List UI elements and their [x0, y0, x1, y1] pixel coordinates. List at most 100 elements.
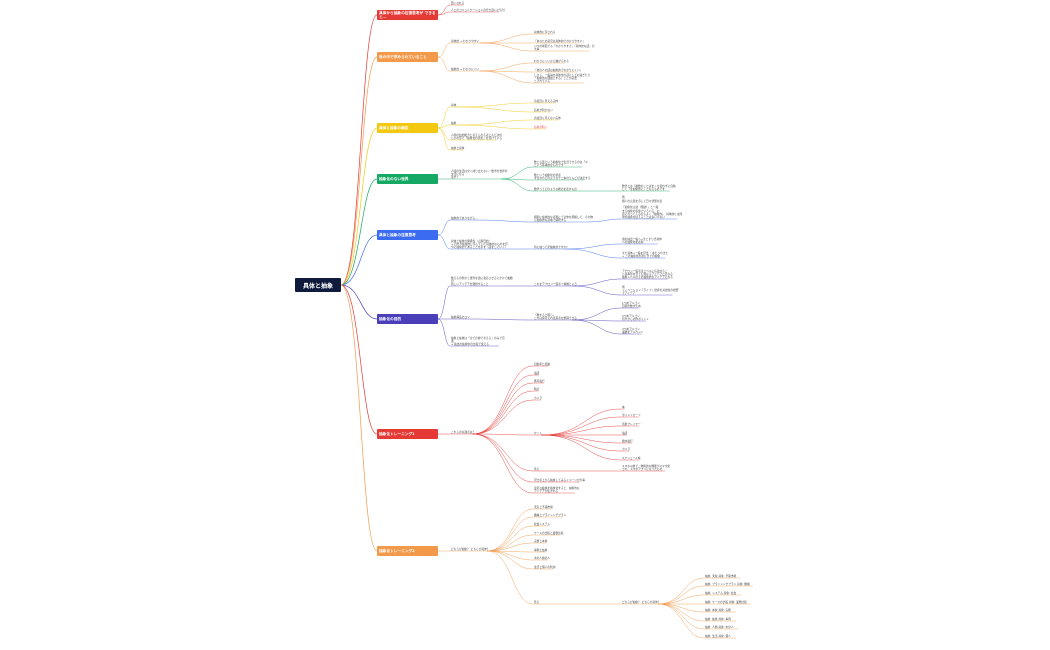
topic-node[interactable]: カメラ — [534, 396, 543, 401]
topic-node[interactable]: ポイントカード — [622, 413, 641, 418]
topic-node[interactable]: スケジュール帳 — [622, 456, 641, 461]
topic-node[interactable]: 機械とプライシングプラン — [534, 513, 567, 518]
topic-node[interactable]: まだ具体→一般を見出 ・あたりのまた → この抽象化の逆にまでの抽象 — [622, 250, 669, 259]
topic-node[interactable]: 賢くなれる — [451, 1, 465, 6]
topic-node[interactable]: 身近な抽象を抽象化すると、抽象的な アイデアが生まれる — [534, 485, 580, 494]
topic-node[interactable]: 具体的に示される — [534, 30, 556, 35]
topic-node[interactable]: 人とのコミュニケーションの行き違いに気付 — [451, 8, 505, 13]
branch-connector — [541, 434, 622, 444]
branch-connector — [541, 434, 622, 452]
topic-node[interactable]: 抽象: ケースの比較 具象: 業務比較 — [705, 600, 747, 605]
topic-node[interactable]: しかし、一般論を具体化の話にしてお過ぎたり 「抽象的な理由とする」ことが必要 と… — [534, 72, 591, 84]
topic-node[interactable]: 3つめアルゴン 業績をアルベント — [622, 326, 644, 335]
branch-connector — [572, 307, 622, 321]
topic-node[interactable]: 例 個人の言葉を示して日々状態を表 「抽象化言語（国語）」と一般 する抽象の表象… — [622, 195, 683, 220]
topic-node[interactable]: 答え — [534, 600, 540, 605]
topic-node[interactable]: 本 — [622, 405, 625, 410]
topic-node[interactable]: カメラ — [622, 447, 631, 452]
topic-node[interactable]: 数学とは「複数のことばを」を使わずに自動 して「を抽象的に」となるものです — [622, 183, 676, 192]
branch-topic[interactable]: 抽象化トレーニング2 — [377, 546, 438, 556]
topic-node[interactable]: 抽象: 天候 具象: 予報市場 — [705, 574, 737, 579]
topic-node[interactable]: 抽象: システム 具象: 社会 — [705, 591, 737, 596]
topic-node[interactable]: 電話 — [534, 371, 540, 376]
branch-topic[interactable]: 抽象化の目的 — [377, 314, 438, 324]
topic-node[interactable]: 事例と抽象 — [534, 548, 548, 553]
topic-node[interactable]: 人間の生活は全く成り立たない・数学の世界の 生活になる はず？ — [451, 168, 508, 180]
branch-connector — [657, 577, 705, 605]
root-node[interactable]: 具体と抽象 — [295, 278, 341, 292]
topic-node[interactable]: 具体と抽象の関係性（山頂目的） → 目をや抽象的に示していて具体的なものを見 や… — [451, 238, 508, 250]
topic-node[interactable]: 例 イノベーション「ライフ」世界の共益性の視野 でアイデア — [622, 284, 679, 296]
branch-connector — [437, 219, 451, 236]
branch-topic[interactable]: 具体と抽象の往復思考 — [377, 230, 438, 240]
topic-node[interactable]: 抽象と具象 — [451, 146, 465, 151]
topic-node[interactable]: いつの場面でも「わかりやすさ」「具体的な話」が 大事 — [534, 43, 595, 52]
topic-node[interactable]: 抽象: 本質 具象: 実務 — [705, 608, 731, 613]
topic-node[interactable]: セット — [534, 431, 543, 436]
topic-node[interactable]: スマホ以前で、物質的な機能がスマホ化 され、スマホアプリになったもの — [622, 463, 671, 472]
topic-node[interactable]: 抽象構造のコツ — [451, 315, 470, 320]
topic-node[interactable]: 「あなたの意見は具体的でわかりやすい」 — [534, 39, 586, 44]
topic-node[interactable]: 適の抽出一般へ→まとまり合具体 への抽象化を表現 — [622, 236, 662, 245]
topic-node[interactable]: 数えるの例から世界を適に適応させるにかけて複数 の 新しいアイデアを発想すること — [451, 275, 513, 287]
topic-node[interactable]: これをアナロジー思考＝類推という — [534, 282, 577, 287]
branch-connector — [572, 278, 622, 287]
topic-node[interactable]: 抽象と抽象は「全ての線で考える」のみで見 逃 → 抽出の抽象中の比較で使える — [451, 335, 505, 347]
topic-node[interactable]: 抽象: 生活 具象: 個人 — [705, 634, 731, 639]
topic-node[interactable]: 具体的 → わかりやすい — [451, 39, 480, 44]
topic-node[interactable]: 携帯電灯 — [534, 379, 545, 384]
topic-node[interactable]: 2つめアルゴン 見やからの作ポイント — [622, 313, 649, 322]
branch-connector — [586, 218, 622, 223]
topic-node[interactable]: 時計 — [534, 387, 540, 392]
topic-node[interactable]: どちらが抽象？ どちらが具体？ — [451, 547, 490, 552]
topic-node[interactable]: 具体 — [451, 103, 457, 108]
topic-node[interactable]: 答え — [534, 467, 540, 472]
topic-node[interactable]: 懐中電灯 — [622, 439, 633, 444]
branch-topic[interactable]: 具体から抽象の往復思考が できると… — [377, 10, 438, 20]
topic-node[interactable]: 直接目に見えない実体 — [534, 116, 561, 121]
topic-node[interactable]: 数と言葉という抽象化で生活できるのは「ユ という基本的なものです — [534, 159, 588, 168]
topic-node[interactable]: 応用が利かない — [534, 108, 553, 113]
topic-node[interactable]: 「教すると明ら」 これは常考えれば思考を整理できる — [534, 312, 577, 321]
topic-node[interactable]: 直接目に見える実体 — [534, 99, 559, 104]
topic-node[interactable]: 1つめアルゴン 目標の数すため — [622, 300, 641, 309]
topic-node[interactable]: 社会システム — [534, 522, 551, 527]
topic-node[interactable]: 見せ手上から抽象してみるイメージが大事 — [534, 478, 585, 483]
topic-node[interactable]: 応用が利く — [534, 125, 548, 130]
topic-node[interactable]: 天気と予報市場 — [534, 505, 553, 510]
topic-node[interactable]: 音楽プレイヤー — [622, 422, 641, 427]
branch-connector — [472, 399, 534, 435]
topic-node[interactable]: わかりにくいから嫌がられる — [534, 59, 569, 64]
topic-node[interactable]: 実務と本質 — [534, 539, 548, 544]
topic-node[interactable]: 何に抽って見抽象的ですか? — [534, 245, 568, 250]
topic-node[interactable]: これらの共通点は？ — [451, 430, 476, 435]
branch-topic[interactable]: 世の中で求められていること — [377, 52, 438, 62]
branch-connector — [565, 243, 622, 250]
topic-node[interactable]: 数という抽象化の恩恵 すなわちどのような十二本のりんごが決定する — [534, 172, 591, 181]
branch-topic[interactable]: 抽象化のない世界 — [377, 174, 438, 184]
topic-node[interactable]: 人間の知的能力と考えられるほとんどは何 らかの形で「抽象化の恩恵」を受けている — [451, 132, 503, 141]
topic-node[interactable]: 抽象: プライシングプラン 具象: 機械 — [705, 582, 750, 587]
main-branch-connector — [340, 56, 378, 286]
topic-node[interactable]: どちらが抽象？ どちらが具体？ — [622, 600, 661, 605]
topic-node[interactable]: アナロジー思考法とベルに応用するこ と基本形を見ても異なるアイデアと変なる 抽象… — [622, 268, 673, 280]
topic-node[interactable]: 抽象的 → わかりにくい — [451, 67, 480, 72]
topic-node[interactable]: 数学ってどのような概念を表すもの — [534, 187, 577, 192]
topic-node[interactable]: 個別に抽象的な表現にて全体を把握して、その物 に抽象的な意味で解釈する — [534, 214, 593, 223]
topic-node[interactable]: 抽象 — [451, 121, 457, 126]
topic-node[interactable]: 生活と個人の利用 — [534, 565, 556, 570]
branch-connector — [472, 390, 534, 435]
topic-node[interactable]: ケースの比較と業務比較 — [534, 531, 564, 536]
branch-connector — [437, 318, 451, 347]
topic-node[interactable]: 木の人類の人 — [534, 556, 551, 561]
topic-node[interactable]: 抽象的でありながら… — [451, 216, 478, 221]
topic-node[interactable]: 抽象: 人類 具象: 木の人 — [705, 625, 734, 630]
topic-node[interactable]: 「あの人の話は抽象的でわかりにくい」 — [534, 68, 583, 73]
topic-node[interactable]: 自動車と船舶 — [534, 362, 551, 367]
branch-connector — [474, 219, 534, 223]
topic-node[interactable]: 抽象: 抽象 具象: 事例 — [705, 617, 731, 622]
topic-node[interactable]: 電話 — [622, 431, 628, 436]
branch-topic[interactable]: 具体と抽象の概念 — [377, 123, 438, 133]
branch-topic[interactable]: 抽象化トレーニング1 — [377, 429, 438, 439]
